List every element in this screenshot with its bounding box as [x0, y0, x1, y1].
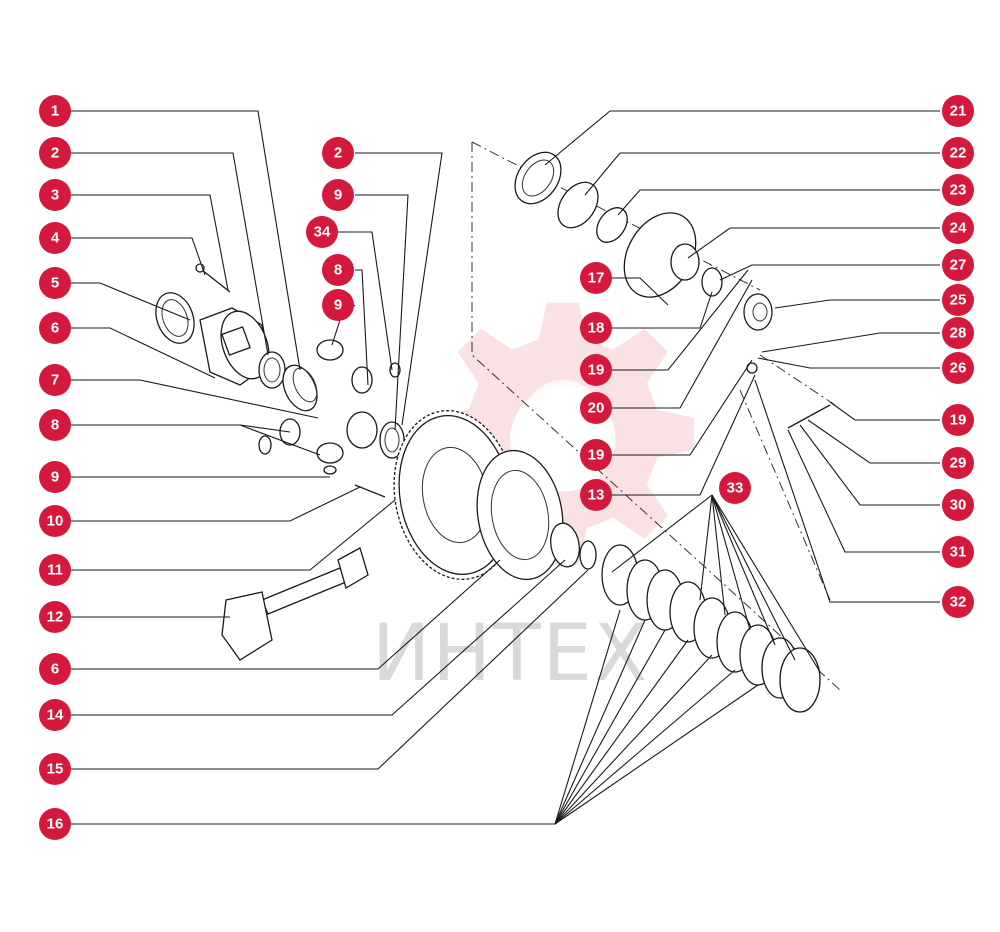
callout-badge: 21 — [942, 95, 974, 127]
callout-badge: 5 — [39, 267, 71, 299]
svg-text:12: 12 — [47, 609, 64, 626]
svg-text:31: 31 — [950, 544, 967, 561]
callout-badge: 2 — [39, 137, 71, 169]
callout-badge: 30 — [942, 489, 974, 521]
svg-text:6: 6 — [51, 661, 59, 678]
pinion-shaft — [221, 547, 369, 661]
clutch-disc-stack — [601, 544, 821, 713]
callout-badge: 8 — [39, 409, 71, 441]
svg-text:19: 19 — [588, 447, 605, 464]
callout-badge: 7 — [39, 364, 71, 396]
callout-badge: 34 — [306, 216, 338, 248]
bolt — [195, 263, 231, 293]
callout-badge: 4 — [39, 222, 71, 254]
svg-text:34: 34 — [314, 224, 331, 241]
callout-badge: 8 — [322, 254, 354, 286]
svg-text:18: 18 — [588, 320, 605, 337]
washer-thrust — [258, 351, 286, 389]
callout-badge: 9 — [322, 179, 354, 211]
svg-text:8: 8 — [51, 417, 59, 434]
callout-badge: 32 — [942, 586, 974, 618]
callout-badge: 15 — [39, 753, 71, 785]
seal-ring — [701, 267, 723, 297]
callout-badge: 18 — [580, 312, 612, 344]
svg-text:9: 9 — [51, 469, 59, 486]
svg-text:32: 32 — [950, 594, 967, 611]
svg-text:2: 2 — [334, 145, 342, 162]
svg-text:30: 30 — [950, 497, 967, 514]
callout-badge: 6 — [39, 653, 71, 685]
svg-text:22: 22 — [950, 145, 967, 162]
o-ring-small — [596, 207, 628, 243]
svg-text:4: 4 — [51, 230, 60, 247]
svg-text:10: 10 — [47, 513, 64, 530]
callout-badge: 14 — [39, 699, 71, 731]
svg-text:29: 29 — [950, 455, 967, 472]
svg-text:17: 17 — [588, 270, 605, 287]
svg-text:19: 19 — [950, 412, 967, 429]
callout-badge: 12 — [39, 601, 71, 633]
callout-badge: 29 — [942, 447, 974, 479]
callout-badge: 19 — [942, 404, 974, 436]
callout-badge: 28 — [942, 317, 974, 349]
pinion-gears — [258, 339, 401, 475]
svg-text:11: 11 — [47, 562, 63, 579]
svg-text:14: 14 — [47, 707, 64, 724]
svg-text:25: 25 — [950, 292, 967, 309]
svg-text:7: 7 — [51, 372, 59, 389]
svg-text:9: 9 — [334, 187, 342, 204]
callout-badge: 23 — [942, 174, 974, 206]
svg-text:9: 9 — [334, 297, 342, 314]
callout-badge: 26 — [942, 352, 974, 384]
clutch-hub — [623, 212, 700, 298]
svg-text:28: 28 — [950, 325, 967, 342]
svg-text:23: 23 — [950, 182, 967, 199]
side-gear-left — [282, 364, 318, 412]
callout-badge: 3 — [39, 179, 71, 211]
callout-badge: 22 — [942, 137, 974, 169]
callout-badge: 24 — [942, 212, 974, 244]
svg-text:5: 5 — [51, 275, 59, 292]
svg-text:6: 6 — [51, 320, 59, 337]
svg-text:16: 16 — [47, 816, 64, 833]
callout-badge: 1 — [39, 95, 71, 127]
callout-badge: 13 — [580, 479, 612, 511]
callout-badge: 17 — [580, 262, 612, 294]
callout-badge: 10 — [39, 505, 71, 537]
lever-bracket — [743, 293, 831, 429]
svg-text:21: 21 — [950, 103, 967, 120]
svg-text:13: 13 — [588, 487, 605, 504]
svg-text:3: 3 — [51, 187, 59, 204]
callout-badge: 9 — [39, 461, 71, 493]
differential-housing — [155, 292, 270, 386]
svg-text:8: 8 — [334, 262, 342, 279]
svg-text:24: 24 — [950, 220, 967, 237]
callout-badge: 19 — [580, 354, 612, 386]
svg-text:2: 2 — [51, 145, 59, 162]
callout-badge: 11 — [39, 554, 71, 586]
differential-case — [476, 449, 597, 581]
svg-text:1: 1 — [51, 103, 59, 120]
callout-badge: 16 — [39, 808, 71, 840]
callout-badge: 2 — [322, 137, 354, 169]
callout-badge: 19 — [580, 439, 612, 471]
o-ring-large — [557, 181, 599, 229]
svg-text:20: 20 — [588, 400, 605, 417]
svg-text:33: 33 — [727, 480, 744, 497]
callout-badge: 9 — [322, 289, 354, 321]
callout-badge: 31 — [942, 536, 974, 568]
callout-badge: 25 — [942, 284, 974, 316]
callout-badge: 6 — [39, 312, 71, 344]
callout-badge: 20 — [580, 392, 612, 424]
leader-lines — [68, 110, 940, 825]
svg-text:15: 15 — [47, 761, 64, 778]
svg-text:19: 19 — [588, 362, 605, 379]
svg-text:27: 27 — [950, 257, 967, 274]
callout-badge: 33 — [719, 472, 751, 504]
spider-cross — [294, 360, 371, 455]
callout-badge: 27 — [942, 249, 974, 281]
svg-text:26: 26 — [950, 360, 967, 377]
watermark-text: ИНТЕХ — [372, 609, 649, 699]
